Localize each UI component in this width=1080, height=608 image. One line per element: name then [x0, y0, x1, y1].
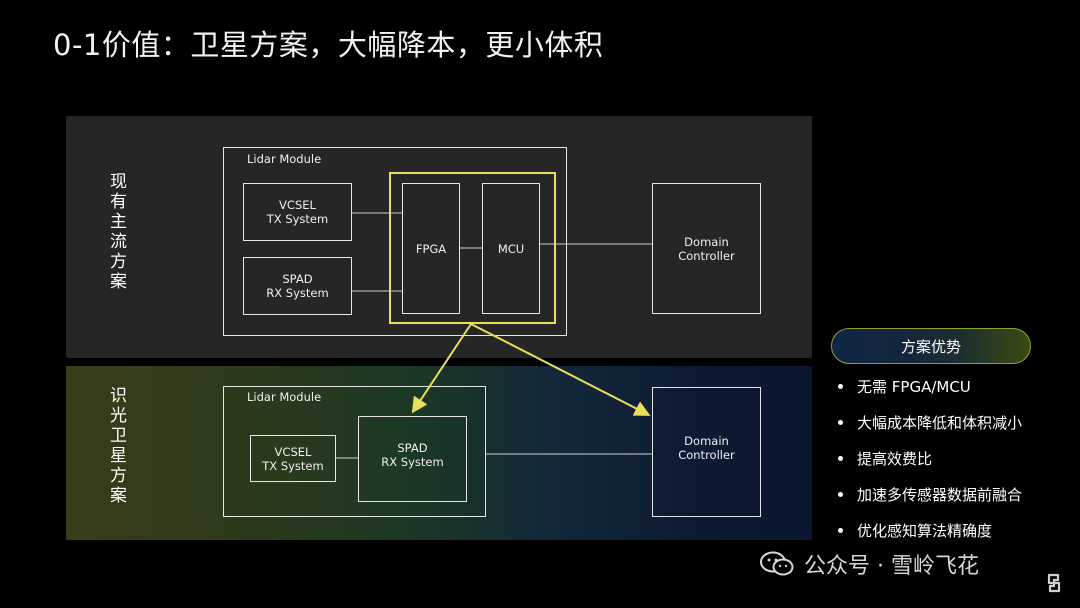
bullet-icon — [838, 491, 843, 497]
advantage-item: 提高效费比 — [838, 450, 1022, 486]
current-spad-label: SPAD RX System — [266, 272, 329, 300]
satellite-lidar-module-title: Lidar Module — [247, 390, 322, 404]
advantages-heading-pill: 方案优势 — [831, 328, 1031, 364]
advantages-list: 无需 FPGA/MCU 大幅成本降低和体积减小 提高效费比 加速多传感器数据前融… — [838, 378, 1022, 558]
page-title: 0-1价值：卫星方案，大幅降本，更小体积 — [53, 28, 604, 62]
mcu-box — [482, 183, 540, 314]
fpga-mcu-highlight — [389, 172, 556, 324]
wechat-icon — [760, 551, 794, 576]
current-lidar-module-box — [223, 147, 567, 336]
satellite-spad-box — [358, 416, 467, 502]
bullet-icon — [838, 527, 843, 533]
satellite-spad-label: SPAD RX System — [381, 441, 444, 469]
watermark: 公众号 · 雪岭飞花 — [760, 548, 979, 580]
current-scheme-label: 现有主流方案 — [106, 172, 126, 292]
fpga-box — [402, 183, 460, 314]
advantage-item: 优化感知算法精确度 — [838, 522, 1022, 558]
satellite-lidar-module-box — [223, 386, 486, 517]
satellite-vcsel-label: VCSEL TX System — [262, 444, 324, 473]
brand-logo-icon — [1047, 573, 1061, 593]
current-domain-controller-label: Domain Controller — [678, 234, 735, 263]
mcu-label: MCU — [497, 241, 525, 256]
satellite-domain-controller-box — [652, 387, 761, 517]
fpga-label: FPGA — [415, 241, 447, 256]
advantage-item: 大幅成本降低和体积减小 — [838, 414, 1022, 450]
current-scheme-panel — [66, 116, 812, 358]
current-vcsel-label: VCSEL TX System — [266, 198, 329, 226]
satellite-vcsel-box — [250, 435, 336, 482]
bullet-icon — [838, 383, 843, 389]
current-lidar-module-title: Lidar Module — [247, 152, 322, 166]
current-vcsel-box — [243, 183, 352, 241]
current-domain-controller-box — [652, 183, 761, 314]
current-spad-box — [243, 257, 352, 315]
satellite-domain-controller-label: Domain Controller — [678, 434, 735, 462]
advantage-item: 加速多传感器数据前融合 — [838, 486, 1022, 522]
watermark-text: 公众号 · 雪岭飞花 — [804, 554, 979, 579]
bullet-icon — [838, 419, 843, 425]
satellite-scheme-label: 识光卫星方案 — [106, 386, 126, 506]
advantages-heading: 方案优势 — [900, 337, 961, 356]
advantage-item: 无需 FPGA/MCU — [838, 378, 1022, 414]
bullet-icon — [838, 455, 843, 461]
